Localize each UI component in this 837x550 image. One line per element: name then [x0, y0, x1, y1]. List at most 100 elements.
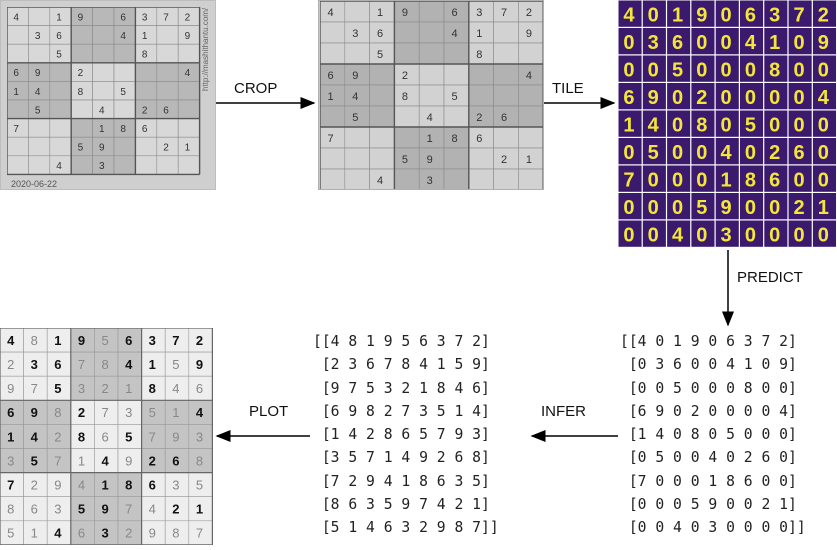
tile-digit: 5 — [672, 59, 683, 81]
solved-digit: 1 — [31, 526, 38, 541]
tile-digit: 1 — [672, 4, 683, 26]
tile-digit: 4 — [721, 142, 733, 164]
photo-digit: 9 — [185, 31, 191, 42]
solved-digit: 9 — [125, 453, 132, 468]
tile-digit: 0 — [696, 142, 707, 164]
tile-cell — [740, 28, 764, 55]
inferred-matrix: [[4 8 1 9 5 6 3 7 2] [2 3 6 7 8 4 1 5 9]… — [313, 333, 499, 537]
crop-digit: 8 — [476, 49, 482, 61]
solved-digit: 3 — [7, 453, 14, 468]
given-digit: 3 — [149, 333, 156, 348]
photo-digit: 7 — [13, 124, 19, 135]
tile-digit: 9 — [696, 4, 707, 26]
given-digit: 5 — [125, 429, 132, 444]
tile-cell — [667, 55, 691, 82]
tile-cell — [715, 55, 739, 82]
solved-digit: 7 — [196, 526, 203, 541]
plot-label: PLOT — [249, 403, 289, 420]
given-digit: 6 — [149, 477, 156, 492]
solved-digit: 9 — [172, 429, 179, 444]
crop-digit: 8 — [402, 91, 408, 103]
photo-digit: 7 — [163, 12, 169, 23]
tile-cell — [788, 0, 812, 27]
crop-digit: 1 — [377, 7, 383, 19]
photo-digit: 6 — [142, 124, 148, 135]
tile-digit: 5 — [745, 114, 756, 136]
photo-digit: 6 — [13, 68, 19, 79]
photo-digit: 5 — [78, 143, 84, 154]
tile-digit: 0 — [745, 224, 756, 246]
tile-digit: 0 — [648, 169, 659, 191]
photo-digit: 4 — [13, 12, 19, 23]
solved-digit: 1 — [78, 453, 85, 468]
tile-digit: 6 — [623, 87, 634, 109]
tile-cell — [812, 165, 836, 192]
crop-digit: 6 — [451, 7, 457, 19]
tile-cell — [667, 220, 691, 247]
crop-digit: 1 — [427, 133, 433, 145]
tile-cell — [642, 83, 666, 110]
tile-digit: 0 — [648, 59, 659, 81]
crop-digit: 9 — [427, 154, 433, 166]
tile-cell — [642, 55, 666, 82]
tile-cell — [618, 55, 642, 82]
tile-digit: 0 — [648, 197, 659, 219]
tile-digit: 0 — [721, 59, 732, 81]
tile-digit: 0 — [623, 197, 634, 219]
tile-digit: 0 — [672, 197, 683, 219]
tile-digit: 9 — [648, 87, 659, 109]
tile-cell — [618, 28, 642, 55]
tile-digit: 0 — [672, 142, 683, 164]
solved-digit: 2 — [7, 357, 14, 372]
crop-digit: 4 — [327, 7, 333, 19]
solved-digit: 4 — [172, 381, 179, 396]
tile-cell — [618, 83, 642, 110]
solved-digit: 2 — [101, 381, 108, 396]
tile-cell — [667, 138, 691, 165]
photo-digit: 9 — [99, 143, 105, 154]
crop-digit: 6 — [327, 70, 333, 82]
photo-digit: 1 — [99, 124, 105, 135]
tile-digit: 6 — [793, 142, 804, 164]
photo-digit: 1 — [56, 12, 62, 23]
crop-digit: 6 — [501, 112, 507, 124]
tile-digit: 1 — [769, 32, 780, 54]
tile-digit: 0 — [793, 87, 804, 109]
tile-digit: 1 — [818, 197, 829, 219]
tile-cell — [715, 83, 739, 110]
tile-digit: 0 — [745, 197, 756, 219]
given-digit: 1 — [7, 429, 14, 444]
tile-cell — [691, 138, 715, 165]
solved-digit: 5 — [7, 526, 14, 541]
tile-digit: 8 — [696, 114, 707, 136]
given-digit: 1 — [54, 333, 61, 348]
tile-digit: 0 — [721, 114, 732, 136]
tile-cell — [740, 220, 764, 247]
tile-cell — [812, 55, 836, 82]
tile-label: TILE — [552, 80, 584, 97]
solved-digit: 5 — [149, 405, 156, 420]
given-digit: 8 — [78, 429, 85, 444]
tile-cell — [788, 193, 812, 220]
solved-digit: 8 — [196, 453, 203, 468]
crop-digit: 8 — [451, 133, 457, 145]
tile-cell — [642, 0, 666, 27]
given-digit: 3 — [31, 357, 38, 372]
solved-digit: 7 — [31, 381, 38, 396]
tile-digit: 3 — [721, 224, 732, 246]
given-digit: 3 — [101, 526, 108, 541]
tile-cell — [764, 55, 788, 82]
tile-cell — [764, 28, 788, 55]
given-digit: 4 — [31, 429, 39, 444]
given-digit: 4 — [125, 357, 133, 372]
solved-digit: 2 — [31, 477, 38, 492]
tile-cell — [740, 55, 764, 82]
crop-digit: 1 — [526, 154, 532, 166]
tile-digit: 0 — [696, 224, 707, 246]
photo-digit: 1 — [185, 143, 191, 154]
solved-digit: 4 — [78, 477, 85, 492]
tile-cell — [642, 220, 666, 247]
